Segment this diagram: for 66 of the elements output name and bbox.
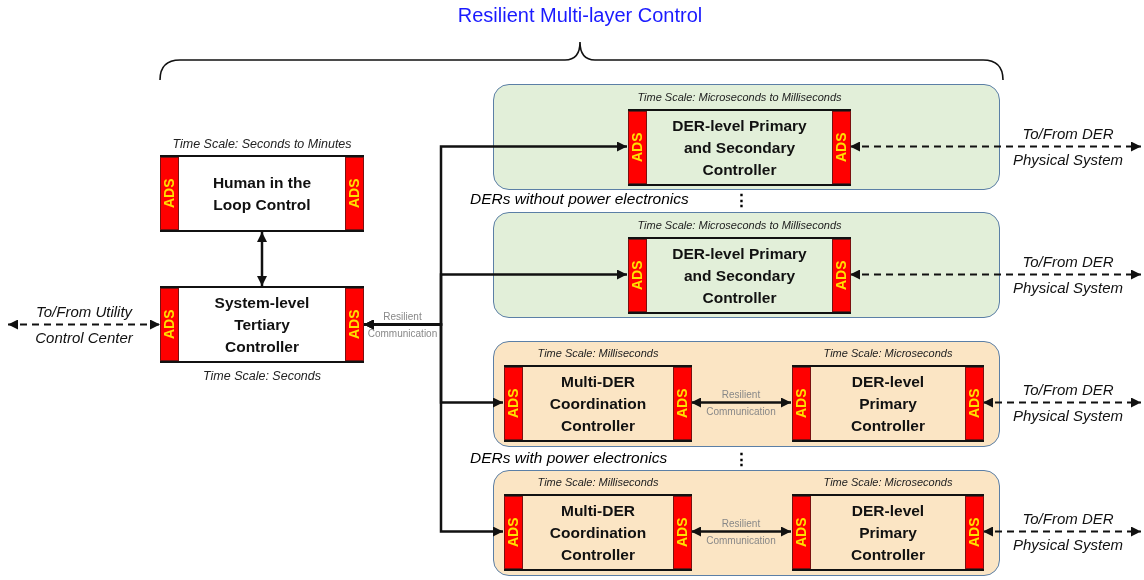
arrow — [691, 526, 791, 537]
controller-label: DER-level Primary Controller — [849, 500, 927, 565]
dashed-arrow — [983, 397, 1141, 408]
ads-tag: ADS — [628, 111, 647, 184]
time-scale-label: Time Scale: Milliseconds — [536, 476, 660, 488]
arrow — [364, 319, 503, 537]
dashed-arrow — [850, 269, 1141, 280]
controller-label: Multi-DER Coordination Controller — [548, 500, 648, 565]
ads-tag: ADS — [160, 157, 179, 230]
edge-label: To/From DER Physical System — [1011, 251, 1124, 298]
ads-tag: ADS — [792, 496, 811, 569]
edge-label: Resilient Communication — [366, 309, 439, 341]
controller-box — [504, 494, 692, 571]
group-panel — [493, 84, 1000, 190]
time-scale-label: Time Scale: Milliseconds — [536, 347, 660, 359]
controller-label: Multi-DER Coordination Controller — [548, 371, 648, 436]
controller-box — [792, 494, 984, 571]
time-scale-label: Time Scale: Microseconds — [822, 347, 954, 359]
ads-tag: ADS — [673, 496, 692, 569]
edge-label: To/From DER Physical System — [1011, 508, 1124, 555]
ads-tag: ADS — [504, 367, 523, 440]
controller-label: Human in the Loop Control — [211, 172, 313, 215]
time-scale-label: Time Scale: Microseconds to Milliseconds — [636, 219, 843, 231]
controller-label: System-level Tertiary Controller — [213, 292, 311, 357]
ads-tag: ADS — [345, 288, 364, 361]
ads-tag: ADS — [832, 111, 851, 184]
ads-tag: ADS — [673, 367, 692, 440]
dashed-arrow — [850, 141, 1141, 152]
group-caption: DERs with power electronics — [470, 449, 668, 467]
diagram-title: Resilient Multi-layer Control — [456, 4, 704, 27]
edge-label: To/From Utility Control Center — [34, 301, 134, 348]
ads-tag: ADS — [504, 496, 523, 569]
arrow — [257, 232, 267, 286]
group-panel — [493, 470, 1000, 576]
controller-box — [160, 155, 364, 232]
controller-box — [792, 365, 984, 442]
controller-box — [628, 237, 851, 314]
ads-tag: ADS — [160, 288, 179, 361]
controller-label: DER-level Primary Controller — [849, 371, 927, 436]
group-panel — [493, 212, 1000, 318]
ads-tag: ADS — [832, 239, 851, 312]
controller-box — [160, 286, 364, 363]
vertical-ellipsis: ⋮ — [733, 190, 750, 211]
controller-box — [504, 365, 692, 442]
arrow — [691, 397, 791, 408]
ads-tag: ADS — [965, 496, 984, 569]
group-caption: DERs without power electronics — [470, 190, 689, 208]
time-scale-label: Time Scale: Seconds to Minutes — [171, 137, 353, 151]
ads-tag: ADS — [628, 239, 647, 312]
dashed-arrow — [983, 526, 1141, 537]
ads-tag: ADS — [345, 157, 364, 230]
time-scale-label: Time Scale: Seconds — [202, 369, 322, 383]
vertical-ellipsis: ⋮ — [733, 449, 750, 470]
time-scale-label: Time Scale: Microseconds — [822, 476, 954, 488]
ads-tag: ADS — [965, 367, 984, 440]
edge-label: To/From DER Physical System — [1011, 123, 1124, 170]
ads-tag: ADS — [792, 367, 811, 440]
edge-label: Resilient Communication — [705, 387, 777, 419]
controller-label: DER-level Primary and Secondary Controller — [671, 115, 808, 180]
controller-box — [628, 109, 851, 186]
time-scale-label: Time Scale: Microseconds to Milliseconds — [636, 91, 843, 103]
edge-label: To/From DER Physical System — [1011, 379, 1124, 426]
dashed-arrow — [8, 319, 160, 330]
controller-label: DER-level Primary and Secondary Controller — [671, 243, 808, 308]
group-panel — [493, 341, 1000, 447]
edge-label: Resilient Communication — [705, 516, 777, 548]
